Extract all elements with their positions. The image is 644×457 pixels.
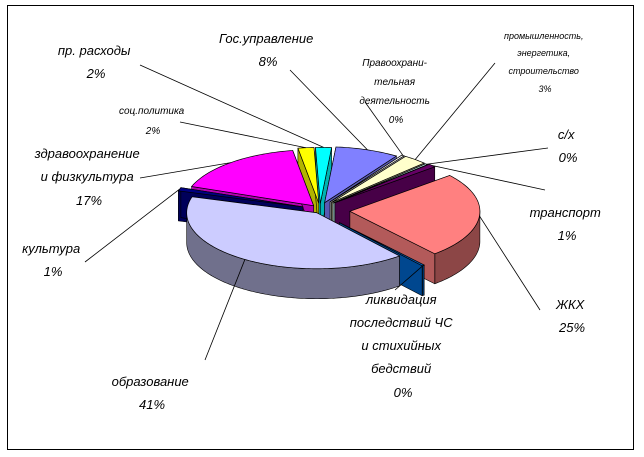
label-pravoohranitelnaya: Правоохрани- тельная деятельность 0% bbox=[359, 58, 432, 126]
pie-slice-7 bbox=[186, 196, 401, 300]
label-zhkh: ЖКХ 25% bbox=[555, 297, 588, 335]
label-transport: транспорт 1% bbox=[530, 205, 605, 243]
label-kultura: культура 1% bbox=[22, 241, 84, 279]
leader-lines bbox=[84, 62, 549, 361]
pie-slice-5 bbox=[349, 175, 481, 285]
pie-slice-top bbox=[324, 146, 398, 204]
leader-line-4 bbox=[432, 165, 546, 191]
pie-slice-top bbox=[329, 154, 405, 203]
pie-slice-top bbox=[297, 147, 320, 204]
leader-line-9 bbox=[139, 162, 231, 179]
leader-line-3 bbox=[426, 147, 549, 165]
pie-slice-top bbox=[186, 196, 401, 270]
pie-slice-top bbox=[177, 187, 303, 208]
leader-line-6 bbox=[394, 265, 424, 291]
leader-line-5 bbox=[479, 215, 541, 311]
pie-slice-top bbox=[315, 147, 333, 204]
pie-slices bbox=[177, 146, 481, 300]
leader-line-1 bbox=[364, 101, 404, 156]
label-soc-politika: соц.политика 2% bbox=[119, 106, 187, 137]
leader-line-8 bbox=[84, 188, 180, 263]
leader-line-7 bbox=[204, 259, 246, 361]
leader-line-11 bbox=[139, 64, 324, 148]
leader-line-10 bbox=[179, 121, 306, 149]
labels: Гос.управление 8% Правоохрани- тельная д… bbox=[22, 31, 605, 412]
label-pr-rashody: пр. расходы 2% bbox=[58, 43, 134, 81]
label-promyshlennost: промышленность, энергетика, строительств… bbox=[504, 31, 586, 94]
label-likvidaciya: ликвидация последствий ЧС и стихийных бе… bbox=[350, 292, 456, 400]
label-gos-upravlenie: Гос.управление 8% bbox=[219, 31, 317, 69]
label-obrazovanie: образование 41% bbox=[112, 374, 193, 412]
leader-line-0 bbox=[289, 69, 368, 151]
label-zdravoohranenie: здравоохранение и физкультура 17% bbox=[34, 146, 144, 208]
leader-line-2 bbox=[414, 62, 496, 160]
label-sh: с/х 0% bbox=[558, 127, 578, 165]
pie-slice-top bbox=[190, 150, 315, 207]
